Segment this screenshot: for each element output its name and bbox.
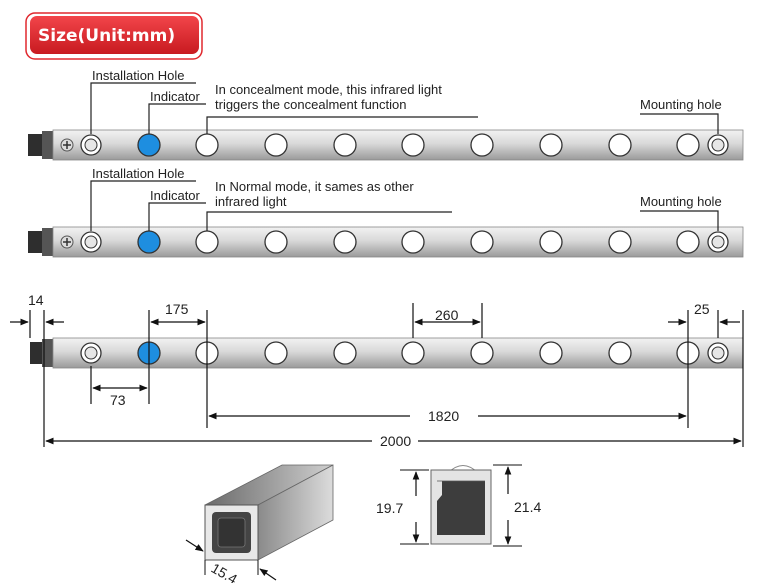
dim-total-length: 2000 xyxy=(380,433,411,449)
mounting-hole-label: Mounting hole xyxy=(640,97,722,112)
screw-icon xyxy=(60,235,74,249)
infrared-led xyxy=(333,133,357,157)
infrared-leds xyxy=(195,133,700,157)
indicator-label: Indicator xyxy=(150,89,201,104)
dim-led-span: 1820 xyxy=(428,408,459,424)
callout-line xyxy=(148,202,206,231)
strip-concealment: Installation Hole Indicator In concealme… xyxy=(28,68,744,161)
dim-hole-to-indicator: 73 xyxy=(110,392,126,408)
indicator-led xyxy=(137,230,161,254)
infrared-led xyxy=(539,230,563,254)
end-cap xyxy=(28,134,42,156)
infrared-led xyxy=(333,341,357,365)
end-cap-flange xyxy=(42,228,53,256)
infrared-led xyxy=(401,133,425,157)
callout-line xyxy=(148,103,206,134)
callout-line xyxy=(640,113,719,134)
strip-dimensioned xyxy=(30,337,744,369)
infrared-led xyxy=(195,133,219,157)
dim-first-spacing: 175 xyxy=(165,301,189,317)
dim-end-spacing: 25 xyxy=(694,301,710,317)
callout-line xyxy=(206,116,478,134)
mounting-hole xyxy=(707,342,729,364)
infrared-led xyxy=(608,341,632,365)
end-cap xyxy=(30,342,42,364)
infrared-led xyxy=(608,230,632,254)
installation-hole xyxy=(80,342,102,364)
normal-note-line2: infrared light xyxy=(215,194,287,209)
infrared-led xyxy=(470,230,494,254)
infrared-led xyxy=(401,341,425,365)
concealment-note-line1: In concealment mode, this infrared light xyxy=(215,82,442,97)
infrared-led xyxy=(608,133,632,157)
indicator-label: Indicator xyxy=(150,188,201,203)
normal-note-line1: In Normal mode, it sames as other xyxy=(215,179,414,194)
profile-3d-view: 15.4 xyxy=(185,464,334,583)
dim-outer-height: 21.4 xyxy=(514,499,541,515)
dim-inner-height: 19.7 xyxy=(376,500,403,516)
concealment-note-line2: triggers the concealment function xyxy=(215,97,407,112)
end-cap-flange xyxy=(42,131,53,159)
screw-icon xyxy=(60,138,74,152)
installation-hole-label: Installation Hole xyxy=(92,68,185,83)
infrared-leds xyxy=(195,230,700,254)
end-cap-flange xyxy=(42,339,53,367)
indicator-led xyxy=(137,133,161,157)
infrared-leds xyxy=(195,341,700,365)
profile-cross-section: 19.7 21.4 xyxy=(376,464,541,547)
infrared-led xyxy=(264,341,288,365)
infrared-led xyxy=(539,133,563,157)
mounting-hole xyxy=(707,134,729,156)
title-badge: Size(Unit:mm) xyxy=(25,12,203,60)
callout-line xyxy=(640,210,719,231)
dim-led-spacing: 260 xyxy=(435,307,459,323)
end-cap xyxy=(28,231,42,253)
dimension-lines xyxy=(10,303,744,447)
infrared-led xyxy=(676,133,700,157)
title-badge-text: Size(Unit:mm) xyxy=(38,26,175,46)
installation-hole xyxy=(80,134,102,156)
callout-line xyxy=(206,211,452,231)
strip-normal: Installation Hole Indicator In Normal mo… xyxy=(28,166,744,258)
infrared-led xyxy=(264,230,288,254)
infrared-led xyxy=(195,230,219,254)
infrared-led xyxy=(539,341,563,365)
infrared-led xyxy=(401,230,425,254)
infrared-led xyxy=(470,133,494,157)
infrared-led xyxy=(264,133,288,157)
callout-line xyxy=(90,180,196,231)
callout-line xyxy=(90,82,196,134)
infrared-led xyxy=(333,230,357,254)
installation-hole-label: Installation Hole xyxy=(92,166,185,181)
dim-profile-width: 15.4 xyxy=(209,560,241,583)
infrared-led xyxy=(470,341,494,365)
infrared-led xyxy=(676,230,700,254)
dim-end-cap: 14 xyxy=(28,292,44,308)
installation-hole xyxy=(80,231,102,253)
mounting-hole xyxy=(707,231,729,253)
mounting-hole-label: Mounting hole xyxy=(640,194,722,209)
